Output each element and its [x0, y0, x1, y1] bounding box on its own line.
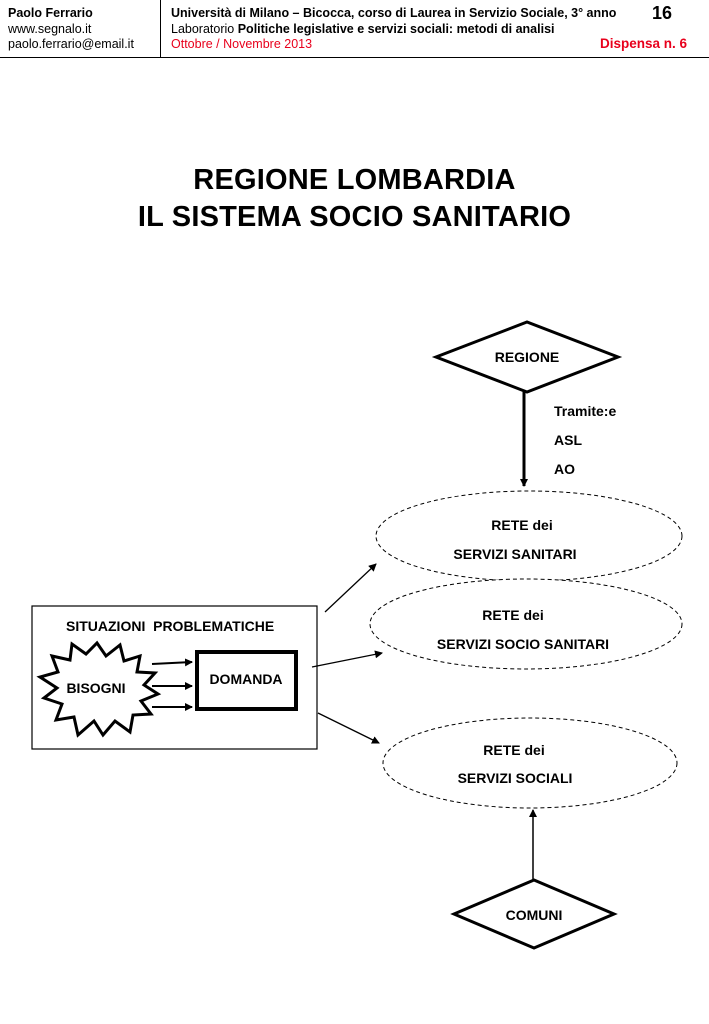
author-block: Paolo Ferrario www.segnalo.it paolo.ferr…	[8, 6, 134, 53]
rete-sociali-ellipse	[382, 717, 678, 809]
rete-sanitari-line2: SERVIZI SANITARI	[453, 546, 576, 562]
header-rule	[0, 57, 709, 58]
regione-label: REGIONE	[495, 349, 560, 365]
regione-diamond	[431, 320, 623, 394]
author-name: Paolo Ferrario	[8, 6, 93, 20]
ao-label: AO	[554, 461, 575, 477]
course-block: Università di Milano – Bicocca, corso di…	[171, 6, 616, 53]
domanda-label: DOMANDA	[209, 671, 282, 687]
bisogni-starburst	[36, 640, 162, 738]
rete-sociali-line1: RETE dei	[483, 742, 544, 758]
title-line-2: IL SISTEMA SOCIO SANITARIO	[137, 201, 572, 233]
box-to-sanitari-arrow	[324, 563, 377, 613]
rete-socio-sanitari-node: RETE dei SERVIZI SOCIO SANITARI	[369, 578, 683, 670]
situazioni-label: SITUAZIONI PROBLEMATICHE	[66, 618, 274, 634]
rete-sanitari-ellipse	[375, 490, 683, 582]
dispensa-label: Dispensa n. 6	[600, 36, 688, 51]
author-website[interactable]: www.segnalo.it	[8, 21, 92, 36]
rete-socio-line2: SERVIZI SOCIO SANITARI	[437, 636, 609, 652]
rete-sociali-node: RETE dei SERVIZI SOCIALI	[382, 717, 678, 809]
comuni-node: COMUNI	[450, 878, 618, 950]
title-line-1: REGIONE LOMBARDIA	[193, 164, 516, 196]
rete-sanitari-node: RETE dei SERVIZI SANITARI	[375, 490, 683, 582]
lab-title: Politiche legislative e servizi sociali:…	[237, 21, 555, 36]
asl-label: ASL	[554, 432, 582, 448]
author-email[interactable]: paolo.ferrario@email.it	[8, 37, 134, 51]
bisogni-label: BISOGNI	[66, 680, 125, 696]
bisogni-to-domanda-arrow-1	[151, 658, 193, 667]
box-to-sociali-arrow	[317, 712, 380, 744]
page-number: 16	[652, 3, 673, 23]
comuni-diamond	[450, 878, 618, 950]
course-dates: Ottobre / Novembre 2013	[171, 37, 313, 51]
header-separator	[160, 0, 161, 57]
course-line: Università di Milano – Bicocca, corso di…	[171, 6, 617, 20]
rete-socio-sanitari-ellipse	[369, 578, 683, 670]
comuni-label: COMUNI	[506, 907, 563, 923]
page-title: REGIONE LOMBARDIA IL SISTEMA SOCIO SANIT…	[0, 162, 709, 236]
situazioni-problematiche-box: SITUAZIONI PROBLEMATICHE BISOGNI DOMANDA	[31, 605, 318, 750]
domanda-box	[195, 650, 298, 711]
tramite-label: Tramite:e	[554, 403, 616, 419]
page-header: Paolo Ferrario www.segnalo.it paolo.ferr…	[0, 0, 709, 62]
rete-socio-line1: RETE dei	[482, 607, 543, 623]
rete-sanitari-line1: RETE dei	[491, 517, 552, 533]
rete-sociali-line2: SERVIZI SOCIALI	[458, 770, 573, 786]
lab-prefix: Laboratorio	[171, 21, 238, 36]
regione-node: REGIONE	[431, 320, 623, 394]
domanda-to-socio-arrow	[311, 650, 383, 668]
